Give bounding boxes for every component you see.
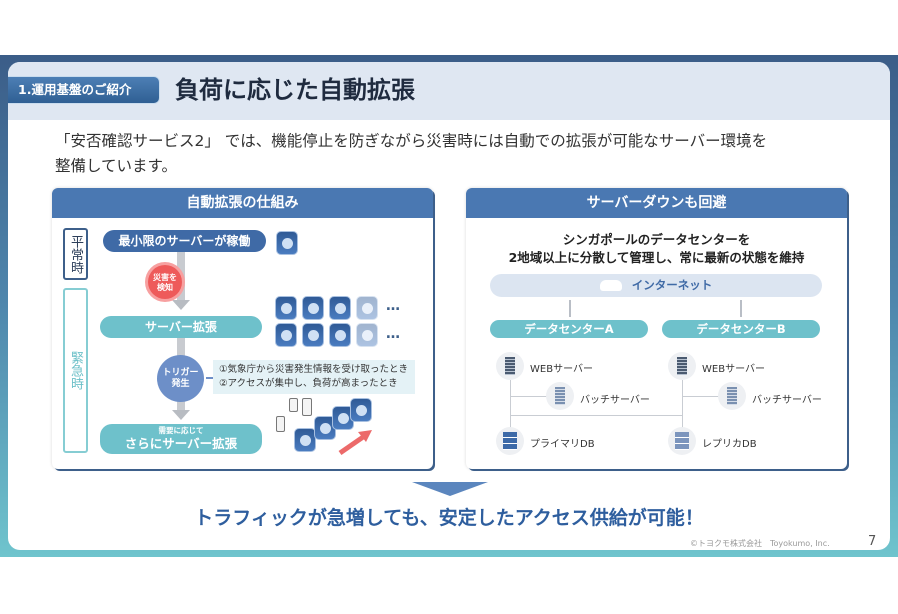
redundancy-description: シンガポールのデータセンターを 2地域以上に分散して管理し、常に最新の状態を維持	[466, 231, 847, 267]
server-icon	[329, 323, 351, 347]
server-icon	[302, 296, 324, 320]
server-icon	[275, 323, 297, 347]
server-icon	[314, 416, 336, 440]
bidirectional-arrow	[569, 300, 571, 317]
phone-icon	[289, 398, 298, 412]
server-icon	[356, 296, 378, 320]
batch-server-label: バッチサーバー	[752, 395, 822, 406]
trigger-conditions: ①気象庁から災害発生情報を受け取ったとき ②アクセスが集中し、負荷が高まったとき	[213, 360, 415, 394]
emergency-time-label: 緊急時	[63, 288, 88, 453]
replica-db-label: レプリカDB	[702, 439, 757, 450]
step-scale-out: サーバー拡張	[100, 316, 262, 338]
trigger-condition: ②アクセスが集中し、負荷が高まったとき	[219, 378, 398, 389]
disaster-detected-badge: 災害を検知	[148, 265, 182, 299]
internet-bar: インターネット	[490, 274, 822, 297]
primary-db-label: プライマリDB	[530, 439, 595, 450]
connector-line	[206, 377, 214, 379]
network-line	[510, 380, 511, 428]
network-line	[682, 396, 720, 397]
internet-label: インターネット	[631, 278, 713, 292]
database-icon	[496, 427, 524, 455]
description-line: 2地域以上に分散して管理し、常に最新の状態を維持	[508, 250, 805, 265]
datacenter-a: データセンターA	[490, 320, 648, 338]
scaling-illustration	[276, 396, 376, 456]
server-icon	[350, 398, 372, 422]
server-icon	[275, 296, 297, 320]
intro-line-1: 「安否確認サービス2」 では、機能停止を防ぎながら災害時には自動での拡張が可能な…	[55, 132, 768, 150]
web-server-icon	[668, 352, 696, 380]
step-note: 需要に応じて	[158, 426, 204, 435]
bidirectional-arrow	[740, 300, 742, 317]
cloud-icon	[599, 280, 622, 291]
step-minimum-servers: 最小限のサーバーが稼働	[103, 230, 266, 252]
batch-server-icon	[718, 382, 746, 410]
panel-title: サーバーダウンも回避	[466, 188, 847, 218]
trigger-condition: ①気象庁から災害発生情報を受け取ったとき	[219, 364, 409, 375]
growth-arrow-icon	[338, 430, 372, 456]
network-line	[510, 396, 548, 397]
trigger-badge: トリガー発生	[157, 355, 204, 402]
network-line	[510, 415, 682, 416]
phone-icon	[276, 416, 285, 432]
datacenter-b: データセンターB	[662, 320, 820, 338]
more-indicator: …	[386, 326, 400, 342]
more-indicator: …	[386, 298, 400, 314]
network-line	[682, 380, 683, 428]
server-redundancy-panel: サーバーダウンも回避	[466, 188, 847, 469]
server-icon	[356, 323, 378, 347]
flow-arrow-head	[172, 410, 190, 420]
server-group	[275, 296, 385, 348]
step-further-scale-out: 需要に応じて さらにサーバー拡張	[100, 424, 262, 454]
normal-time-label: 平常時	[63, 228, 88, 280]
copyright: ©トヨクモ株式会社 Toyokumo, Inc.	[690, 539, 830, 548]
web-server-label: WEBサーバー	[702, 364, 765, 375]
batch-server-icon	[546, 382, 574, 410]
batch-server-label: バッチサーバー	[580, 395, 650, 406]
intro-line-2: 整備しています。	[55, 157, 177, 175]
page-number: 7	[868, 534, 877, 549]
phone-icon	[302, 398, 312, 416]
section-tag: 1.運用基盤のご紹介	[8, 76, 160, 104]
server-icon	[329, 296, 351, 320]
conclusion: トラフィックが急増しても、安定したアクセス供給が可能！	[194, 507, 704, 529]
web-server-icon	[496, 352, 524, 380]
server-icon	[302, 323, 324, 347]
server-icon	[276, 231, 298, 255]
description-line: シンガポールのデータセンターを	[562, 232, 751, 247]
down-arrow-icon	[412, 482, 488, 496]
server-icon	[294, 428, 316, 452]
database-icon	[668, 427, 696, 455]
slide-title: 負荷に応じた自動拡張	[175, 76, 415, 104]
panel-title: 自動拡張の仕組み	[52, 188, 433, 218]
flow-arrow-head	[172, 300, 190, 310]
web-server-label: WEBサーバー	[530, 364, 593, 375]
step-label: さらにサーバー拡張	[124, 436, 238, 451]
